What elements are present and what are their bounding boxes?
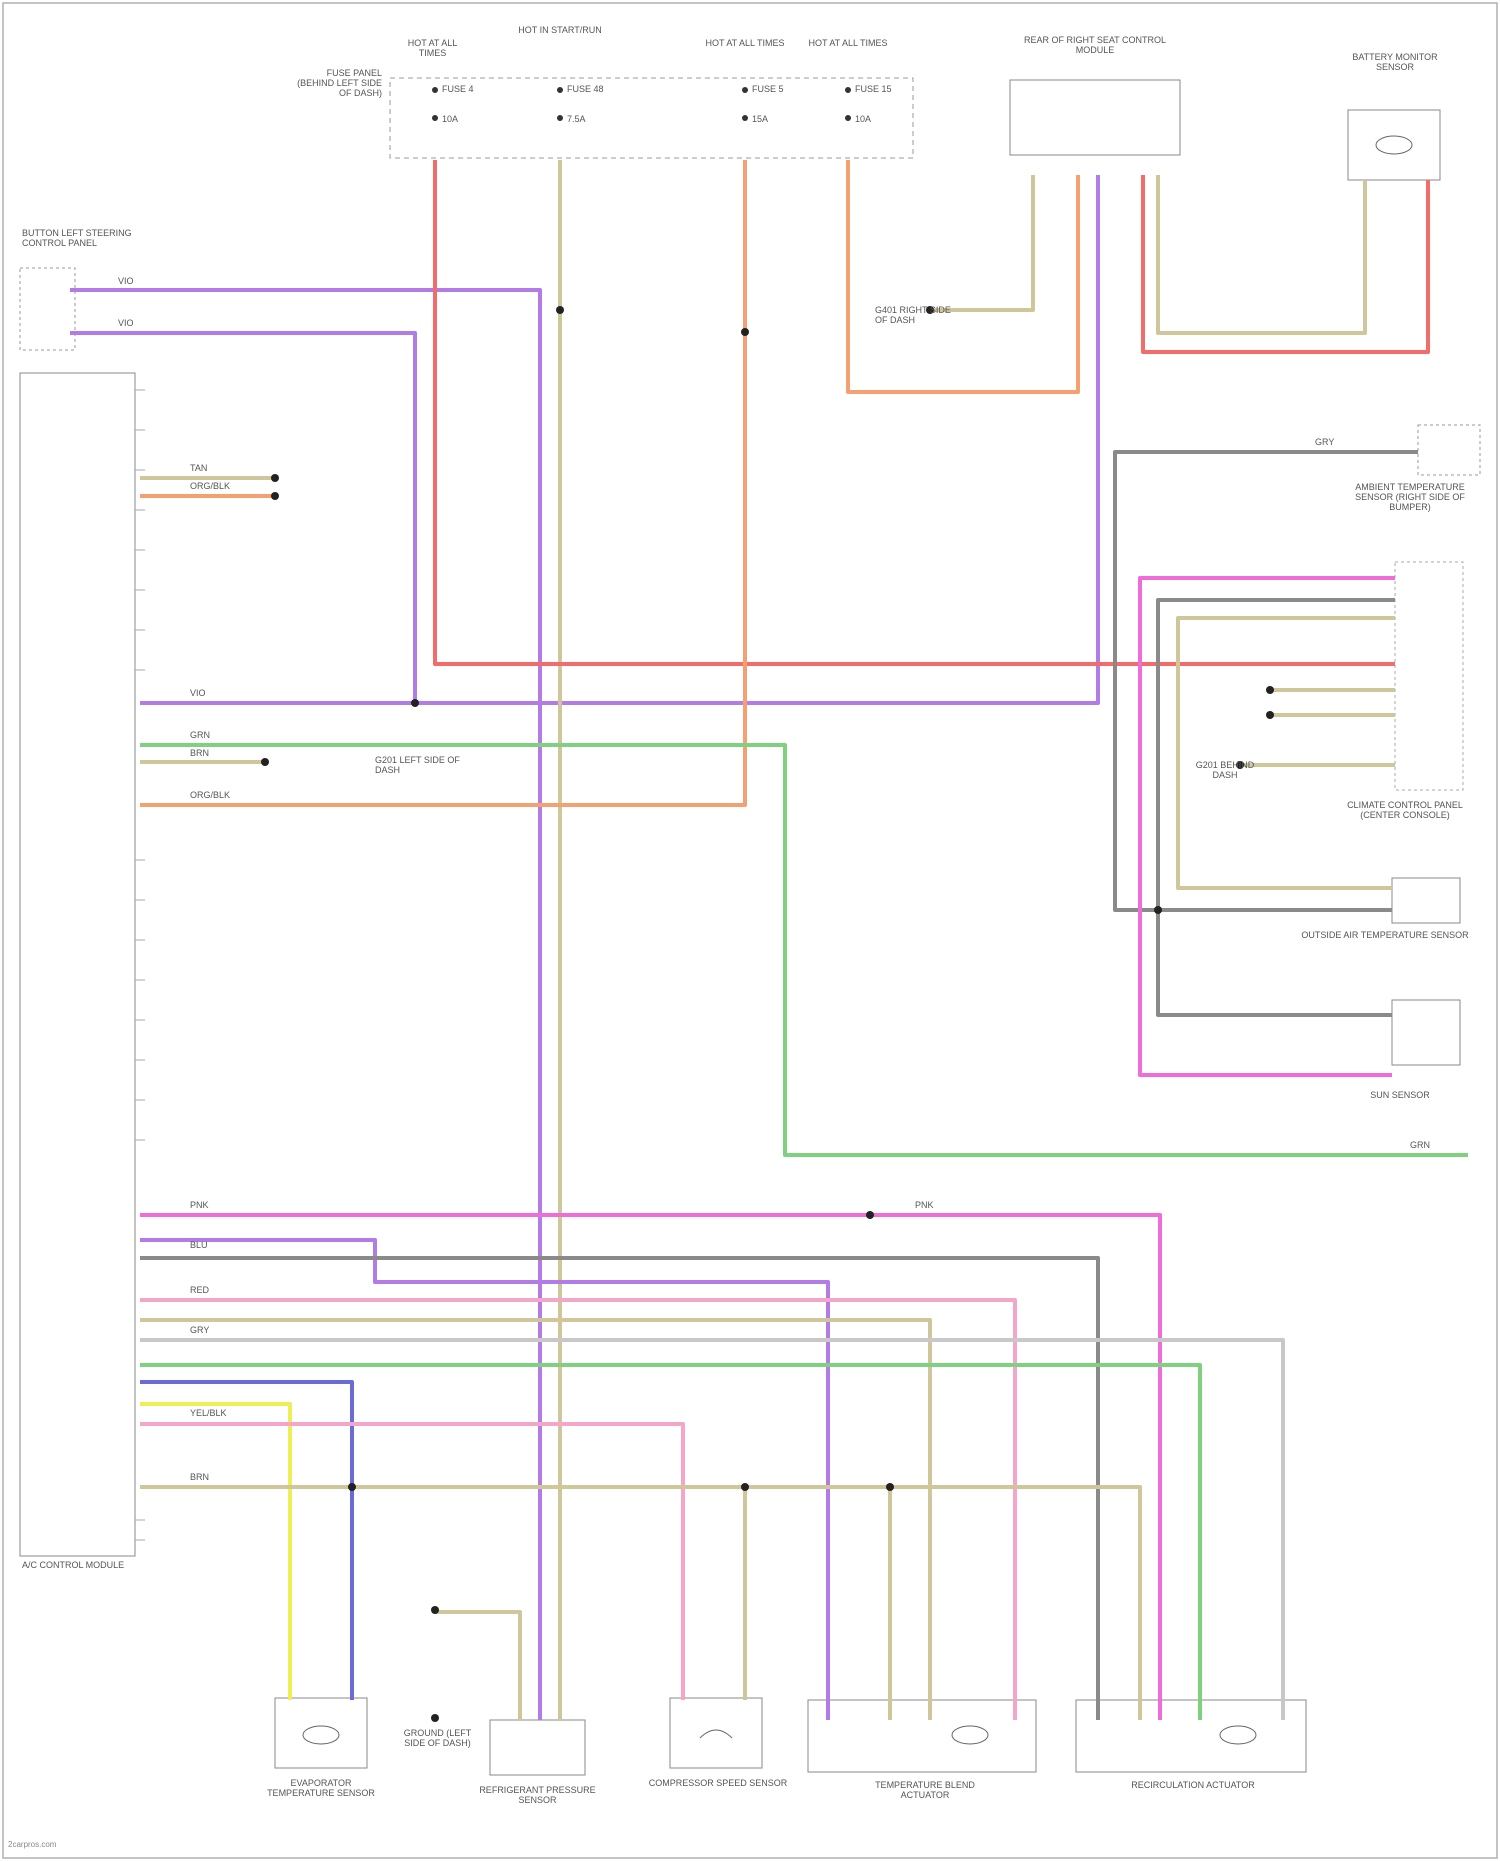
- wire-violet-1: [70, 290, 540, 1720]
- compressor-sensor-label: COMPRESSOR SPEED SENSOR: [638, 1778, 798, 1788]
- wire-label-orange-2: ORG/BLK: [190, 481, 230, 491]
- fuse-panel-label: FUSE PANEL (BEHIND LEFT SIDE OF DASH): [290, 68, 382, 98]
- fuse-header-4: HOT AT ALL TIMES: [808, 38, 888, 48]
- wire-gray-1: [1115, 452, 1418, 910]
- ground-left-label: G201 LEFT SIDE OF DASH: [375, 755, 465, 775]
- temp-actuator-box: [808, 1700, 1036, 1772]
- wire-tan-3: [1158, 175, 1365, 333]
- wire-pink-2: [140, 1215, 1160, 1720]
- wire-orange-1: [140, 160, 745, 805]
- fuse-header-1: HOT AT ALL TIMES: [400, 38, 465, 58]
- climate-panel-box: [1395, 562, 1463, 790]
- wire-label-pink-1: PNK: [190, 1200, 209, 1210]
- evap-sensor-box: [275, 1698, 367, 1768]
- evap-sensor-label: EVAPORATOR TEMPERATURE SENSOR: [262, 1778, 380, 1798]
- refrigerant-sensor-box: [490, 1720, 585, 1775]
- wire-label-tan-1: TAN: [190, 463, 207, 473]
- wire-orange-2: [848, 160, 1078, 392]
- wire-yellow-1: [140, 1404, 290, 1700]
- wire-green-2: [140, 1365, 1200, 1720]
- wire-label-gray-2: GRY: [1315, 437, 1334, 447]
- ambient-sensor-box: [1418, 425, 1480, 475]
- outside-temp-label: OUTSIDE AIR TEMPERATURE SENSOR: [1300, 930, 1470, 940]
- wire-label-green-1: GRN: [190, 730, 210, 740]
- temp-actuator-label: TEMPERATURE BLEND ACTUATOR: [850, 1780, 1000, 1800]
- climate-panel-label: CLIMATE CONTROL PANEL (CENTER CONSOLE): [1330, 800, 1480, 820]
- wire-label-pink-2: PNK: [915, 1200, 934, 1210]
- recirc-actuator-box: [1076, 1700, 1306, 1772]
- ground-right-label: G401 RIGHT SIDE OF DASH: [875, 305, 965, 325]
- fuse-3-name: FUSE 5: [752, 84, 784, 94]
- wire-label-violet-3: VIO: [190, 688, 206, 698]
- battery-sensor-box: [1348, 110, 1440, 180]
- fuse-3-rating: 15A: [752, 114, 768, 124]
- refrigerant-sensor-label: REFRIGERANT PRESSURE SENSOR: [465, 1785, 610, 1805]
- ground-bottom-label: GROUND (LEFT SIDE OF DASH): [395, 1728, 480, 1748]
- fuse-4-name: FUSE 15: [855, 84, 892, 94]
- control-module-label: A/C CONTROL MODULE: [22, 1560, 142, 1570]
- wires: [70, 160, 1468, 1720]
- splice-points: [261, 306, 1274, 1722]
- sun-sensor-label: SUN SENSOR: [1330, 1090, 1470, 1100]
- compressor-sensor-box: [670, 1698, 762, 1768]
- ambient-sensor-label: AMBIENT TEMPERATURE SENSOR (RIGHT SIDE O…: [1335, 482, 1485, 512]
- wire-label-yellow-1: YEL/BLK: [190, 1408, 227, 1418]
- wire-tan-4: [1178, 618, 1395, 888]
- watermark: 2carpros.com: [8, 1840, 56, 1849]
- sun-sensor-box: [1392, 1000, 1460, 1065]
- fuse-2-name: FUSE 48: [567, 84, 604, 94]
- wire-label-brown-2: BRN: [190, 1472, 209, 1482]
- gateway-module-label: REAR OF RIGHT SEAT CONTROL MODULE: [1005, 35, 1185, 55]
- wire-tan-11: [435, 1610, 520, 1720]
- battery-sensor-label: BATTERY MONITOR SENSOR: [1340, 52, 1450, 72]
- ground-mid-label: G201 BEHIND DASH: [1190, 760, 1260, 780]
- outside-temp-box: [1392, 878, 1460, 923]
- button-panel-box: [20, 268, 75, 350]
- wire-lightgray-1: [140, 1340, 1283, 1720]
- wire-lightpink-2: [140, 1424, 683, 1700]
- fuse-1-name: FUSE 4: [442, 84, 474, 94]
- wire-red-1: [435, 160, 1395, 664]
- recirc-actuator-label: RECIRCULATION ACTUATOR: [1118, 1780, 1268, 1790]
- fuse-2-rating: 7.5A: [567, 114, 586, 124]
- wire-label-violet-1: VIO: [118, 276, 134, 286]
- fuse-1-rating: 10A: [442, 114, 458, 124]
- fuse-4-rating: 10A: [855, 114, 871, 124]
- module-pin-ticks: [135, 390, 145, 1540]
- fuse-header-2: HOT IN START/RUN: [490, 25, 630, 35]
- wire-label-brown-1: BRN: [190, 748, 209, 758]
- gateway-module-box: [1010, 80, 1180, 155]
- wire-label-red-1: RED: [190, 1285, 209, 1295]
- wire-tan-2: [930, 175, 1033, 310]
- fuse-terminals: [432, 87, 851, 121]
- wire-violet-4: [140, 1240, 828, 1720]
- wire-label-green-2: GRN: [1410, 1140, 1430, 1150]
- control-module-box: [20, 373, 135, 1556]
- wire-violet-3: [140, 175, 1098, 703]
- button-panel-label: BUTTON LEFT STEERING CONTROL PANEL: [22, 228, 152, 248]
- wire-label-violet-2: VIO: [118, 318, 134, 328]
- diagram-border: [3, 3, 1497, 1858]
- fuse-header-3: HOT AT ALL TIMES: [705, 38, 785, 48]
- wire-label-blue-1: BLU: [190, 1240, 208, 1250]
- wire-label-orange-1: ORG/BLK: [190, 790, 230, 800]
- wire-label-gray-1: GRY: [190, 1325, 209, 1335]
- wire-red-2: [1143, 175, 1428, 352]
- wire-blue-1: [140, 1382, 352, 1700]
